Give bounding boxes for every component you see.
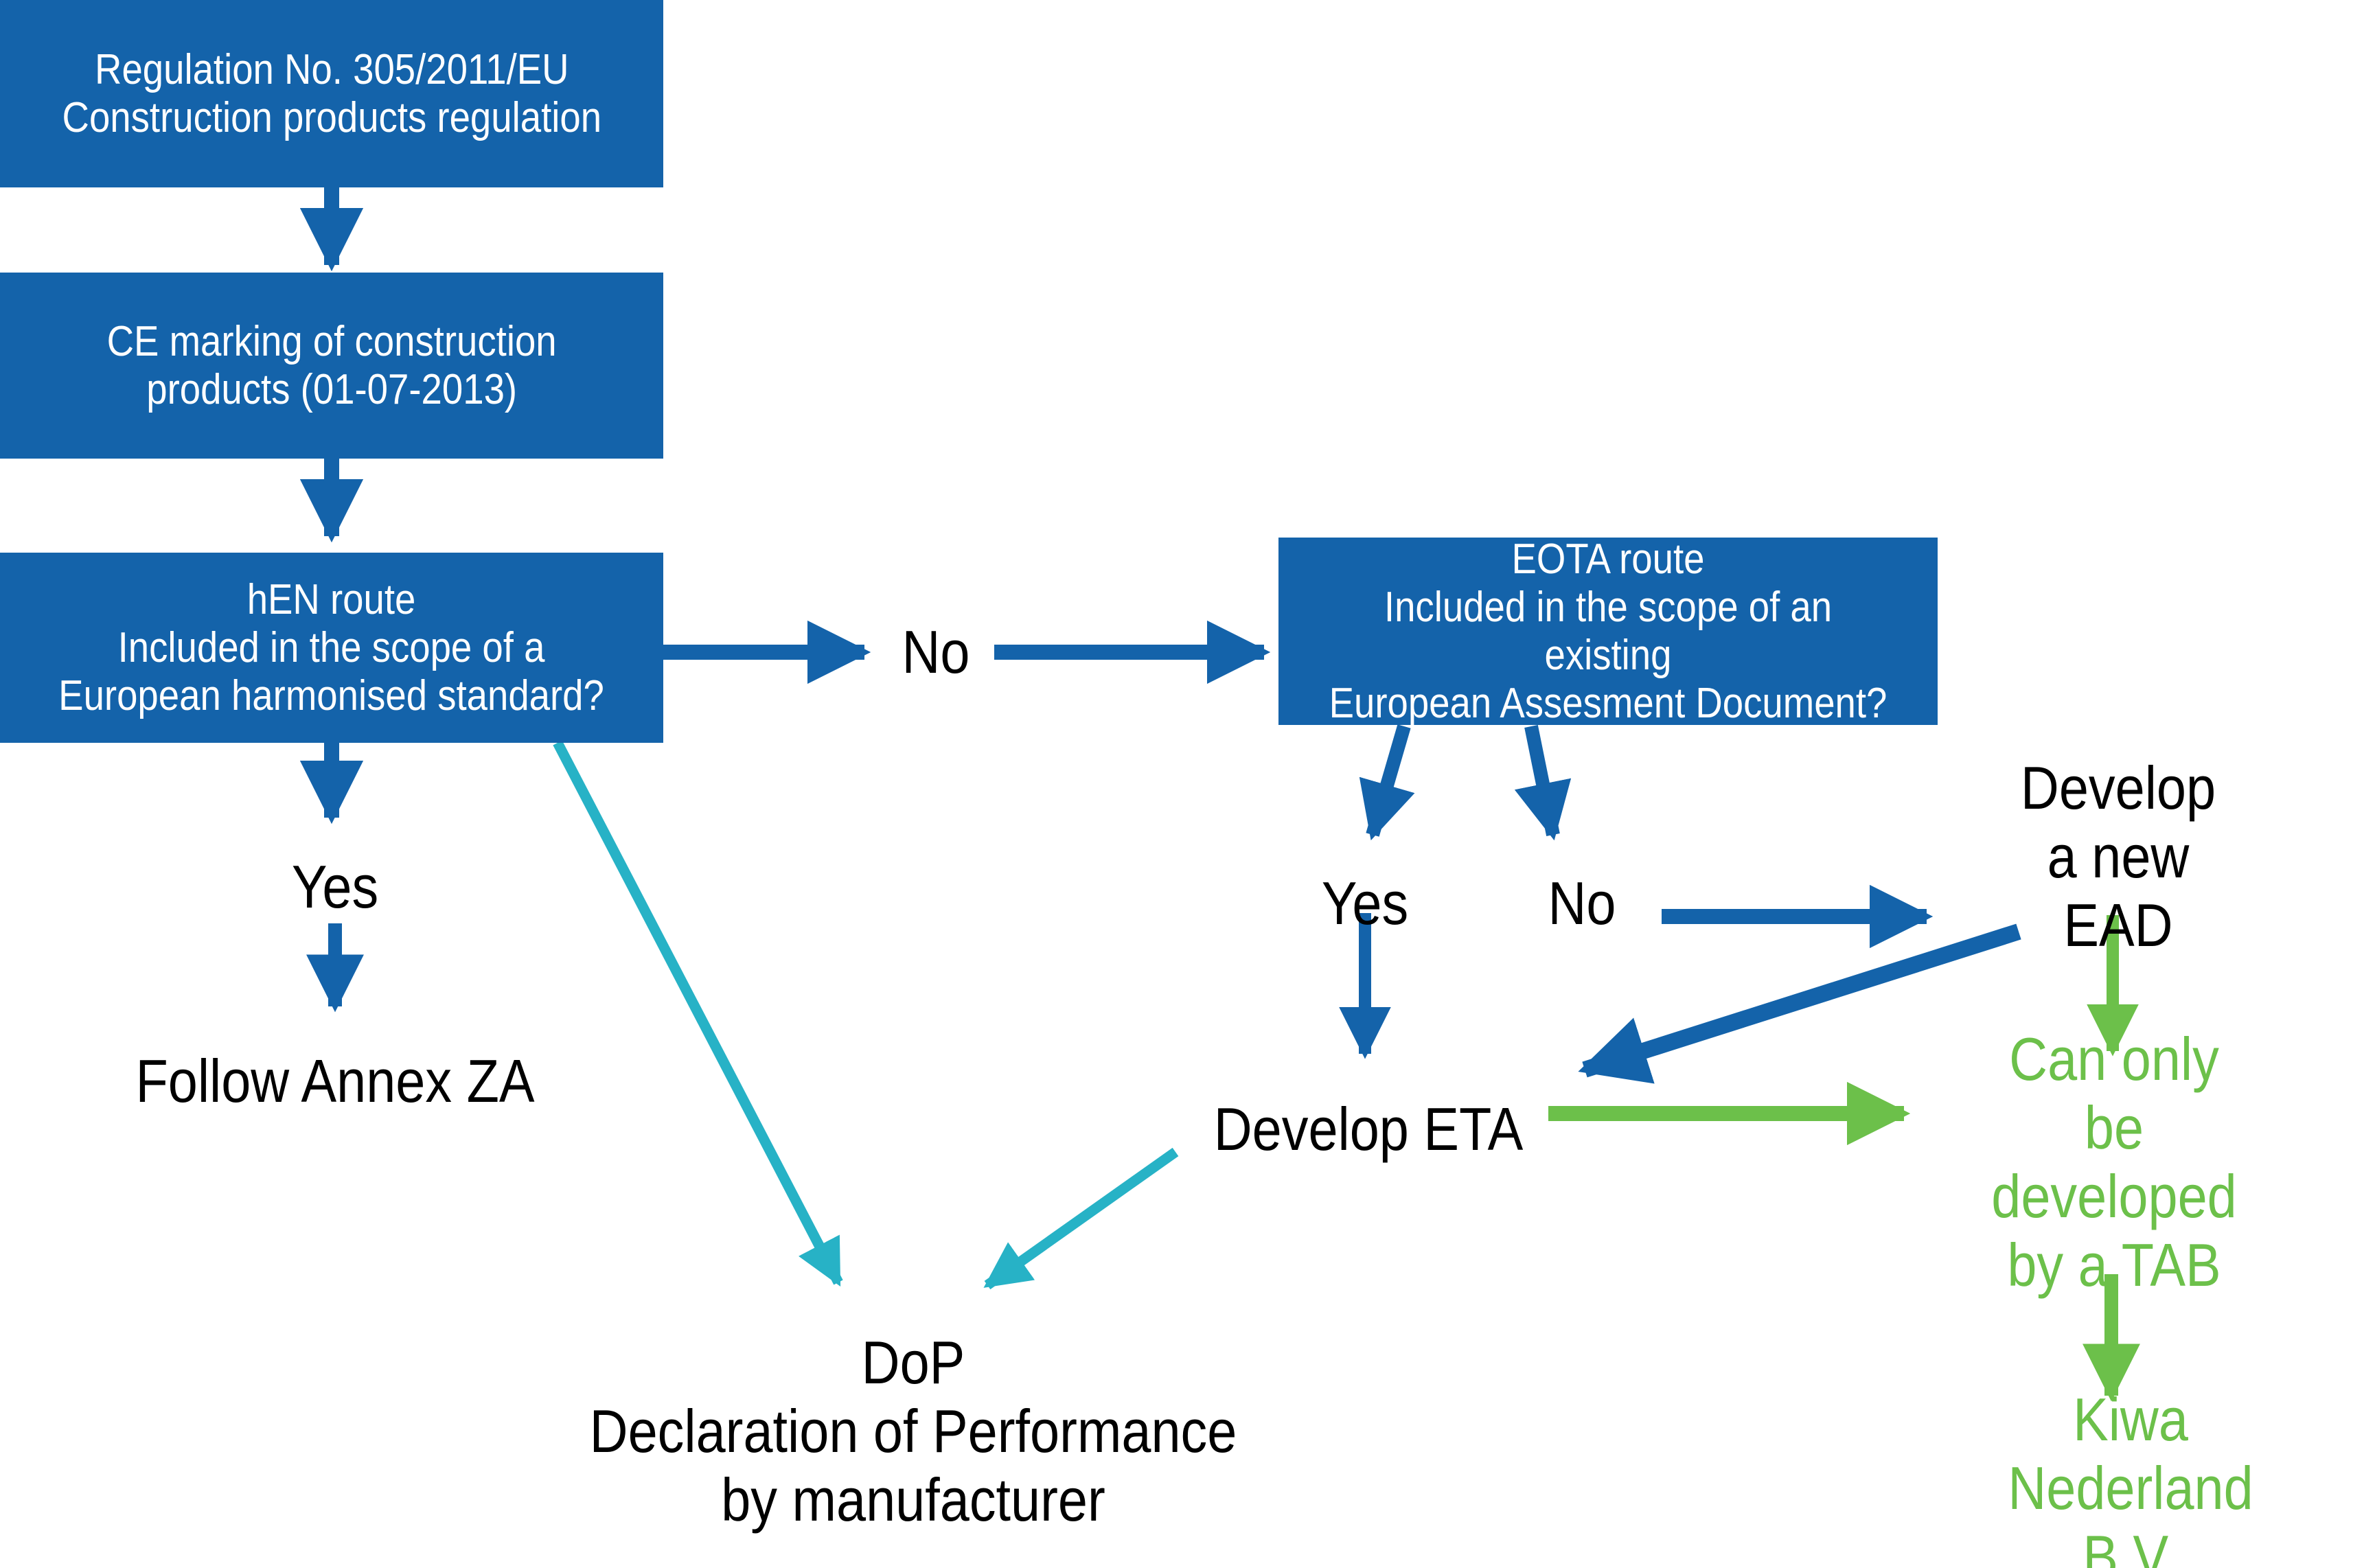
arrow-eota-to-yes: [1359, 724, 1415, 841]
label-develop-new-ead: Develop a new EAD: [2020, 754, 2216, 959]
box-eota-route-label: EOTA route Included in the scope of an e…: [1329, 535, 1888, 727]
arrow-ead-to-develop-eta: [1578, 923, 2021, 1084]
label-dop: DoP Declaration of Performance by manufa…: [589, 1328, 1237, 1534]
box-ce-marking: CE marking of construction products (01-…: [0, 273, 663, 459]
label-can-only-be-developed: Can only be developed by a TAB: [1991, 1025, 2237, 1299]
box-ce-marking-label: CE marking of construction products (01-…: [106, 317, 557, 413]
box-regulation: Regulation No. 305/2011/EU Construction …: [0, 0, 663, 187]
box-hen-route-label: hEN route Included in the scope of a Eur…: [58, 575, 605, 719]
box-regulation-label: Regulation No. 305/2011/EU Construction …: [62, 45, 601, 141]
label-kiwa-tab: Kiwa Nederland B.V. is a TAB: [2008, 1385, 2253, 1568]
label-eota-yes: Yes: [1321, 869, 1409, 937]
label-hen-yes: Yes: [291, 853, 379, 921]
box-hen-route: hEN route Included in the scope of a Eur…: [0, 553, 663, 743]
label-eota-no: No: [1548, 869, 1616, 937]
label-develop-eta: Develop ETA: [1213, 1095, 1524, 1163]
label-hen-no: No: [902, 618, 970, 686]
arrow-eta-to-dop: [983, 1147, 1179, 1290]
arrow-hen-to-dop: [553, 740, 843, 1287]
label-follow-annex-za: Follow Annex ZA: [135, 1047, 535, 1115]
arrow-eota-to-no: [1514, 725, 1572, 841]
box-eota-route: EOTA route Included in the scope of an e…: [1278, 535, 1938, 727]
